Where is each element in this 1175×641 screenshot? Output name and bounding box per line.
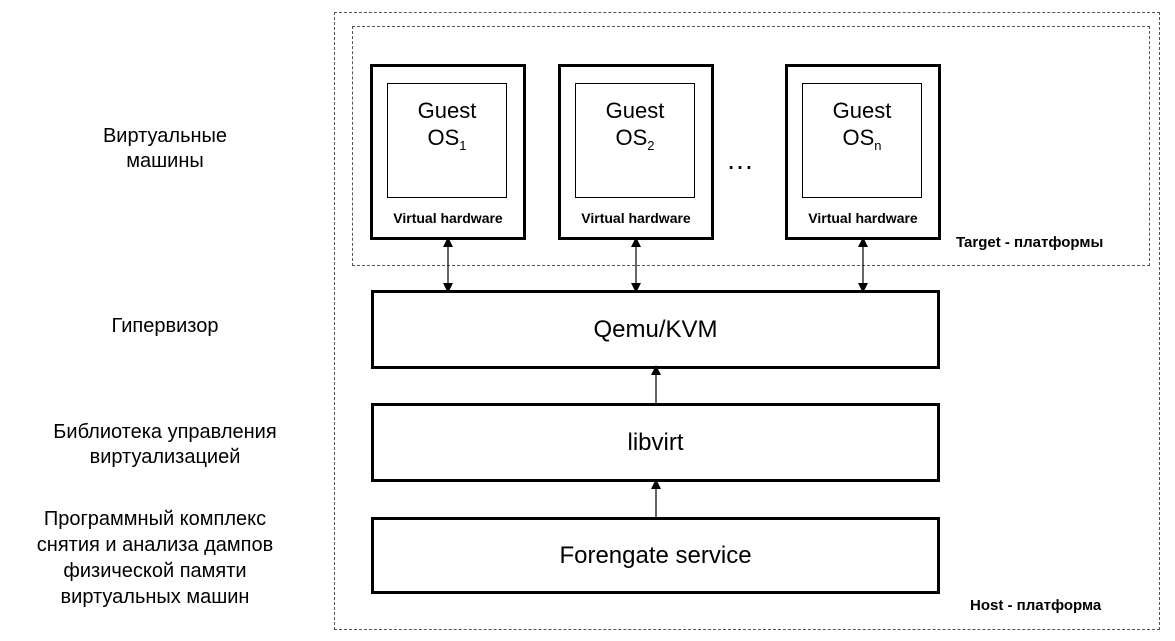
guest-label: Guest [832, 98, 892, 123]
vm-box-1: Guest OS1 Virtual hardware [370, 64, 526, 240]
os-subscript: n [874, 138, 882, 153]
guest-label: Guest [417, 98, 477, 123]
hypervisor-layer-label: Qemu/KVM [593, 315, 718, 343]
virtual-hardware-label: Virtual hardware [581, 210, 691, 226]
os-label: OS [427, 125, 460, 150]
label-hypervisor: Гипервизор [111, 315, 219, 337]
os-label: OS [842, 125, 875, 150]
os-subscript: 2 [647, 138, 655, 153]
host-platform-label: Host - платформа [970, 597, 1102, 614]
library-layer: libvirt [371, 403, 940, 482]
service-layer-label: Forengate service [559, 541, 752, 569]
target-platform-boundary [352, 26, 1150, 266]
label-virtual-machines: Виртуальные машины [102, 125, 228, 172]
service-layer: Forengate service [371, 517, 940, 594]
label-dump-software: Программный комплекс снятия и анализа да… [36, 508, 274, 608]
os-label: OS [615, 125, 648, 150]
guest-os-2: Guest OS2 [575, 83, 695, 198]
ellipsis: … [726, 144, 760, 175]
target-platform-label: Target - платформы [956, 234, 1104, 251]
guest-os-n: Guest OSn [802, 83, 922, 198]
virtual-hardware-label: Virtual hardware [808, 210, 918, 226]
host-platform-boundary [334, 12, 1160, 630]
library-layer-label: libvirt [627, 428, 684, 456]
guest-os-1: Guest OS1 [387, 83, 507, 198]
guest-label: Guest [605, 98, 665, 123]
vm-box-2: Guest OS2 Virtual hardware [558, 64, 714, 240]
virtual-hardware-label: Virtual hardware [393, 210, 503, 226]
hypervisor-layer: Qemu/KVM [371, 290, 940, 369]
os-subscript: 1 [459, 138, 467, 153]
label-virtualization-library: Библиотека управления виртуализацией [53, 421, 277, 468]
vm-box-n: Guest OSn Virtual hardware [785, 64, 941, 240]
